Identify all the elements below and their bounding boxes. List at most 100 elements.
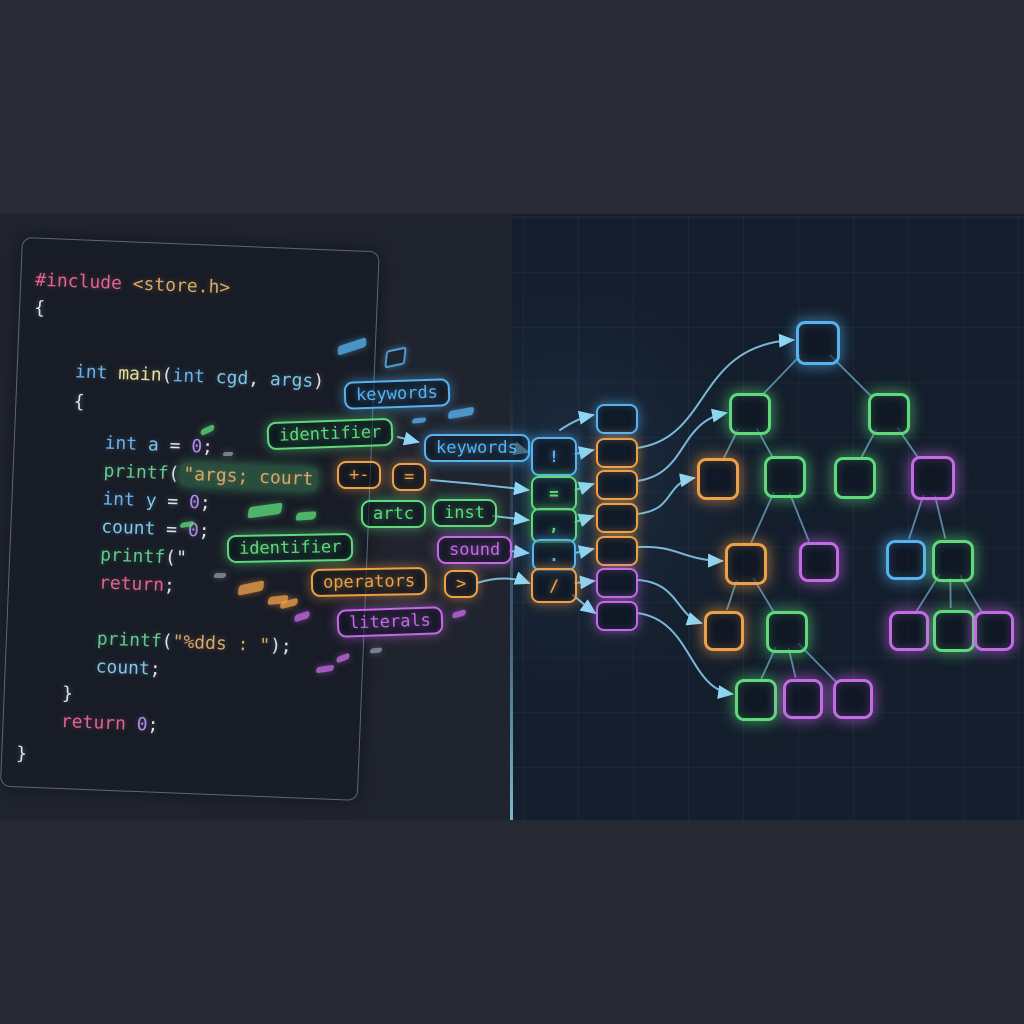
code-line-1: { xyxy=(34,297,46,321)
tree-node-lrl xyxy=(725,543,767,585)
code-line-12: } xyxy=(18,680,74,706)
code-token: <store.h> xyxy=(121,273,231,299)
code-token: count xyxy=(95,656,151,680)
code-line-8: printf(" xyxy=(24,540,187,571)
code-token: int xyxy=(172,365,206,388)
code-token xyxy=(19,653,96,677)
code-token: } xyxy=(15,743,28,765)
parse-tree-panel xyxy=(512,214,1024,820)
code-token: y xyxy=(134,489,168,513)
token-glyph-box-0: ! xyxy=(531,437,577,476)
token-label-operators: operators xyxy=(310,566,428,598)
token-stream-box-0 xyxy=(596,404,638,434)
token-label-: > xyxy=(444,570,479,598)
token-label-: +- xyxy=(337,461,382,489)
tree-node-rl xyxy=(834,457,876,499)
code-line-0: #include <store.h> xyxy=(35,269,231,301)
code-token: } xyxy=(18,681,74,705)
token-label-inst: inst xyxy=(432,499,497,527)
code-token: ); xyxy=(269,635,293,658)
token-stream-box-5 xyxy=(596,568,638,598)
tree-node-lrlr xyxy=(766,611,808,653)
code-editor-panel: #include <store.h>{ int main(int cgd, ar… xyxy=(0,237,380,801)
code-token: { xyxy=(30,389,86,413)
code-token: ( xyxy=(161,630,174,653)
token-glyph-box-4: / xyxy=(531,568,577,603)
code-token: int xyxy=(104,432,138,455)
code-token: ; xyxy=(201,436,214,458)
token-label-literals: literals xyxy=(336,606,444,638)
code-token: cgd xyxy=(204,366,249,390)
token-stream-box-4 xyxy=(596,536,638,566)
tree-node-lrr xyxy=(799,542,839,582)
code-token: = xyxy=(166,491,190,513)
tree-node-rrl xyxy=(886,540,926,580)
code-token xyxy=(21,625,98,649)
code-token: 0 xyxy=(125,713,149,736)
tree-node-b1 xyxy=(735,679,777,721)
tree-node-ll xyxy=(697,458,739,500)
token-label-artc: artc xyxy=(361,500,426,528)
top-background-band xyxy=(0,0,1024,214)
code-line-4: int a = 0; xyxy=(28,428,213,459)
code-token: "%dds : " xyxy=(172,631,271,657)
code-token xyxy=(17,709,61,732)
code-token: main xyxy=(107,362,163,386)
code-token: args xyxy=(258,368,314,392)
tree-node-rrr xyxy=(932,540,974,582)
token-label-keywords: keywords xyxy=(424,434,530,462)
code-line-9: return; xyxy=(23,568,176,598)
code-token: ( xyxy=(161,364,173,387)
code-token: (" xyxy=(164,547,188,569)
code-token: = xyxy=(169,435,192,457)
token-stream-box-6 xyxy=(596,601,638,631)
code-line-3: { xyxy=(30,388,85,414)
code-token: int xyxy=(74,361,108,384)
tree-node-lr xyxy=(764,456,806,498)
tree-node-rr xyxy=(911,456,955,500)
tree-node-r xyxy=(868,393,910,435)
panel-divider-glow-line xyxy=(510,380,513,820)
code-token: ; xyxy=(198,520,211,542)
tree-node-rrrl xyxy=(889,611,929,651)
token-label-: = xyxy=(392,463,427,491)
bottom-background-band xyxy=(0,820,1024,1024)
tree-node-lrll xyxy=(704,611,744,651)
code-token: ) xyxy=(312,370,325,393)
code-token: printf xyxy=(103,460,169,485)
code-token: printf xyxy=(96,628,163,652)
debris-fragment-5 xyxy=(222,452,234,456)
code-token xyxy=(25,513,102,537)
tree-node-b3 xyxy=(833,679,873,719)
tree-node-rrrr xyxy=(974,611,1014,651)
code-token xyxy=(27,457,104,481)
code-token xyxy=(24,541,101,565)
token-label-keywords: keywords xyxy=(343,378,451,410)
token-stream-box-1 xyxy=(596,438,638,468)
token-glyph-box-3: . xyxy=(532,539,576,571)
token-stream-box-2 xyxy=(596,470,638,500)
token-label-sound: sound xyxy=(437,536,513,564)
code-token: ; xyxy=(149,658,162,680)
code-token: ( xyxy=(168,463,180,485)
code-token: ; xyxy=(147,714,159,736)
code-line-14: } xyxy=(16,742,28,766)
token-stream-box-3 xyxy=(596,503,638,533)
code-token xyxy=(26,485,103,509)
code-token: count xyxy=(100,516,167,541)
code-line-7: count = 0; xyxy=(25,512,210,543)
code-token: return xyxy=(60,710,127,735)
code-token: printf xyxy=(99,544,166,568)
code-line-13: return 0; xyxy=(17,708,159,738)
code-line-2: int main(int cgd, args) xyxy=(31,359,325,395)
code-token: return xyxy=(98,572,165,596)
tree-node-root xyxy=(796,321,840,365)
token-label-identifier: identifier xyxy=(226,532,354,564)
token-glyph-box-2: , xyxy=(531,508,577,543)
code-token xyxy=(28,429,105,453)
code-token: ; xyxy=(199,492,212,514)
token-glyph-box-1: = xyxy=(531,476,577,511)
code-line-6: int y = 0; xyxy=(26,484,211,515)
code-token: "args; court xyxy=(178,462,318,492)
